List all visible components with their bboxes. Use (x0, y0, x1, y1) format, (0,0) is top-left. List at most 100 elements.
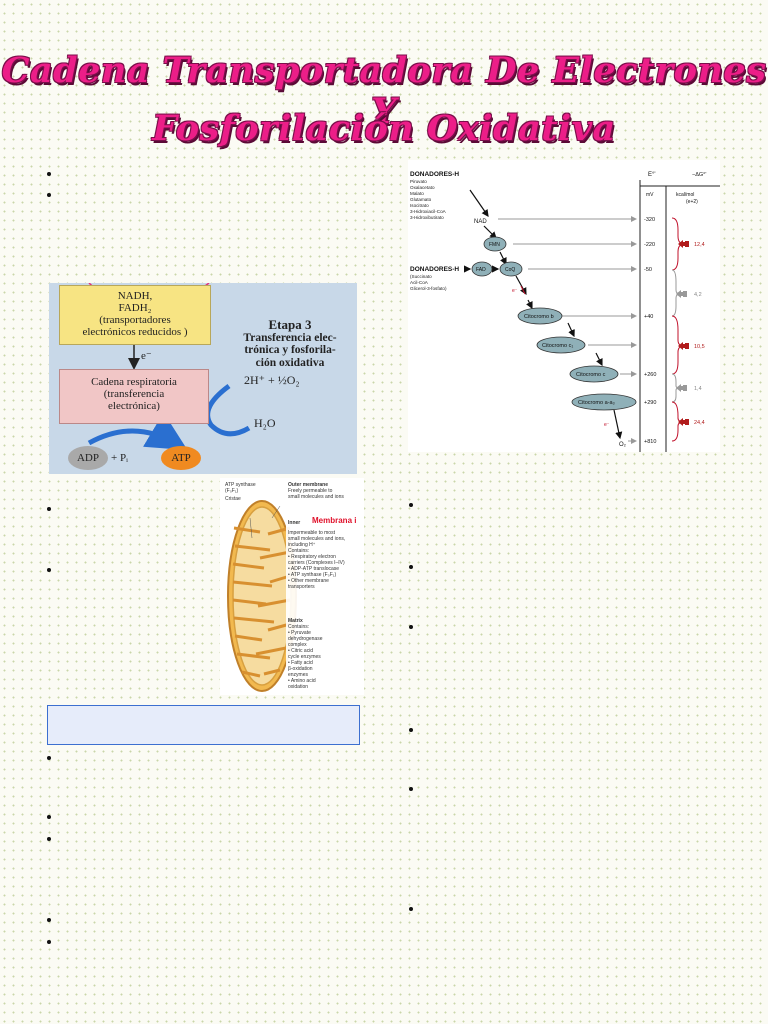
page-title-line1: Cadena Transportadora De Electrones Y (1, 50, 767, 132)
oxygen-label: O₂ (619, 442, 627, 448)
electron-label: e⁻ (141, 350, 152, 362)
energy-unit-note: (e+2) (686, 199, 698, 205)
water-label: H₂O (254, 416, 276, 430)
text-line: Freely permeable to (288, 488, 333, 494)
text-line: Contains: (288, 548, 310, 554)
label-line: ATP synthase (225, 482, 256, 488)
text-line: • ATP synthase (F₀F₁) (288, 572, 337, 578)
box-line: (transferencia (103, 388, 165, 400)
redox-diagram-graphics: DONADORES-H Piruvato Oxalacetato Malato … (410, 171, 720, 452)
stage-line: ción oxidativa (255, 356, 325, 369)
cristae-label: Cristae (225, 496, 241, 502)
text-line: • Pyruvate (288, 630, 311, 636)
energy-value: 4,2 (694, 292, 702, 298)
atp-oval: ATP (161, 446, 201, 470)
donor-item: 3-Hidroxibutirato (410, 215, 444, 220)
electron-label: e⁻ (604, 422, 610, 428)
stage3-label: Etapa 3 Transferencia elec- trónica y fo… (225, 317, 355, 369)
potential-unit: mV (646, 192, 654, 198)
pi-label: + Pᵢ (111, 452, 128, 464)
list-bullet (47, 756, 51, 760)
atp-synthase-label: ATP synthase (F₀F₁) (225, 482, 256, 494)
reduced-carriers-box: NADH, FADH₂ (transportadores electrónico… (59, 285, 211, 345)
list-bullet (47, 940, 51, 944)
energy-unit: kcal/mol (676, 192, 694, 198)
text-line: small molecules and ions (288, 494, 344, 500)
redox-potential-diagram: DONADORES-H Piruvato Oxalacetato Malato … (408, 160, 720, 452)
box-line: electrónica) (108, 400, 160, 412)
list-bullet (409, 625, 413, 629)
outer-membrane-block: Outer membrane Freely permeable to small… (288, 482, 344, 500)
energy-value: 24,4 (694, 420, 705, 426)
energy-header: −ΔG°' (692, 172, 706, 178)
box-line: NADH, (117, 290, 153, 302)
text-line: carriers (Complexes I–IV) (288, 560, 345, 566)
respiratory-chain-box: Cadena respiratoria (transferencia elect… (59, 369, 209, 424)
nad-label: NAD (474, 219, 487, 225)
text-line: • Respiratory electron (288, 554, 336, 560)
stage-line: Etapa 3 (268, 317, 312, 332)
membrana-overlay-label: Membrana i (312, 516, 357, 525)
list-bullet (409, 787, 413, 791)
cytochrome-b-label: Citocromo b (524, 314, 554, 320)
potential-value: -220 (644, 242, 655, 248)
adp-oval: ADP (68, 446, 108, 470)
potential-header: E°' (648, 172, 656, 178)
inner-membrane-block: Impermeable to most small molecules and … (288, 530, 345, 590)
oxygen-label: 2H⁺ + ½O₂ (244, 373, 300, 387)
box-line: electrónicos reducidos ) (82, 326, 188, 338)
list-bullet (409, 728, 413, 732)
fmn-label: FMN (489, 242, 500, 248)
highlight-box (47, 705, 360, 745)
text-line: Contains: (288, 624, 310, 630)
cytochrome-c-label: Citocromo c (576, 372, 606, 378)
donors2-header: DONADORES-H (410, 266, 459, 273)
text-line: including H⁺ (288, 542, 316, 548)
matrix-block: Matrix Contains: • Pyruvate dehydrogenas… (288, 618, 322, 690)
text-line: • Fatty acid (288, 660, 313, 666)
stage3-figure: NADH, FADH₂ (transportadores electrónico… (49, 283, 357, 474)
stage-line: trónica y fosforila- (244, 344, 336, 356)
text-line: enzymes (288, 672, 309, 678)
box-line: (transportadores (99, 314, 171, 326)
donor-item: Malato (410, 191, 424, 196)
fad-label: FAD (476, 267, 486, 273)
text-line: small molecules and ions, (288, 536, 346, 542)
donor-item: Piruvato (410, 179, 427, 184)
matrix-title: Matrix (288, 618, 303, 624)
coq-label: CoQ (505, 267, 515, 273)
text-line: • Citric acid (288, 648, 314, 654)
potential-value: -50 (644, 267, 652, 273)
text-line: dehydrogenase (288, 636, 323, 642)
list-bullet (409, 907, 413, 911)
list-bullet (47, 172, 51, 176)
list-bullet (47, 507, 51, 511)
donor-item: Isocitrato (410, 203, 429, 208)
list-bullet (47, 918, 51, 922)
text-line: transporters (288, 584, 315, 590)
donor-item: 3-Hidroxiacil-CoA (410, 209, 447, 214)
text-line: complex (288, 642, 307, 648)
potential-value: +260 (644, 372, 656, 378)
electron-label: e⁻ (512, 288, 518, 294)
donors-header: DONADORES-H (410, 171, 459, 178)
list-bullet (409, 565, 413, 569)
list-bullet (47, 815, 51, 819)
donor-item: Oxalacetato (410, 185, 435, 190)
box-line: FADH₂ (118, 302, 152, 314)
cytochrome-aa3-label: Citocromo a-a₃ (578, 400, 615, 406)
mitochondrion-figure: ATP synthase (F₀F₁) Cristae Outer membra… (220, 478, 364, 695)
potential-value: -320 (644, 217, 655, 223)
cytochrome-c1-label: Citocromo c₁ (542, 343, 573, 349)
text-line: oxidation (288, 684, 309, 690)
text-line: cycle enzymes (288, 654, 321, 660)
text-line: • Amino acid (288, 678, 316, 684)
list-bullet (47, 193, 51, 197)
page-title-line2: Fosforilación Oxidativa (152, 108, 616, 149)
list-bullet (47, 837, 51, 841)
energy-value: 12,4 (694, 242, 705, 248)
text-line: • ADP-ATP translocase (288, 566, 340, 572)
stage-line: Transferencia elec- (243, 331, 337, 344)
donor-item: Glutamato (410, 197, 432, 202)
potential-value: +810 (644, 439, 656, 445)
